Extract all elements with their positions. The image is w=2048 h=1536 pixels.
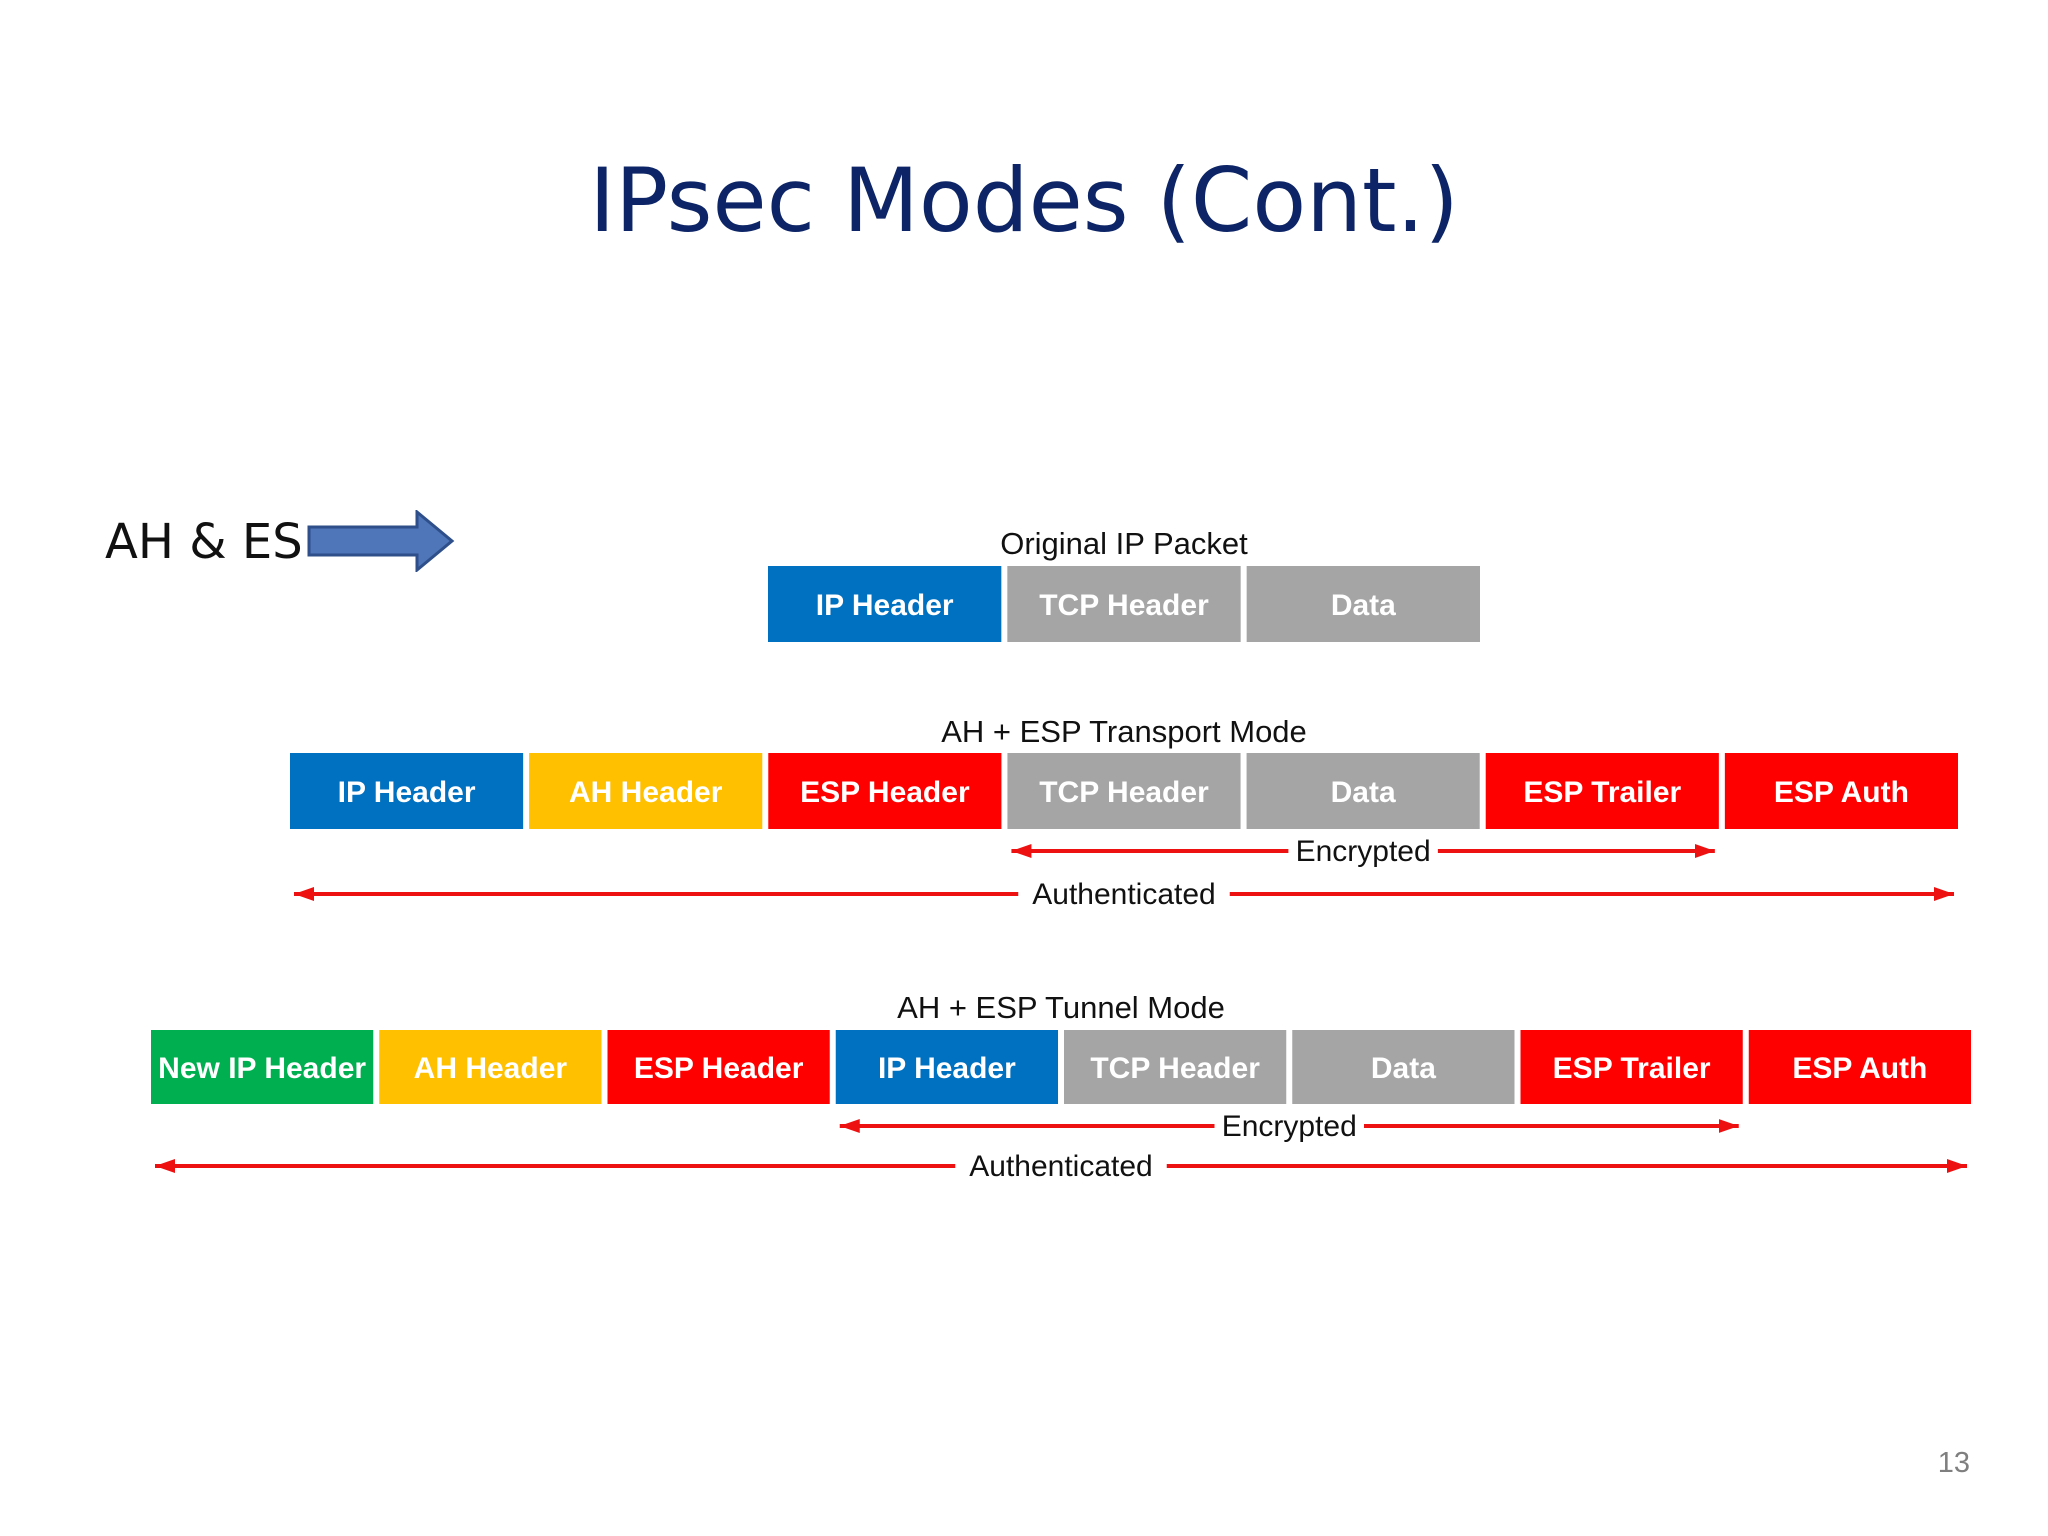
segment-data: Data — [1246, 566, 1480, 642]
segment-label: Data — [1371, 1052, 1436, 1085]
row-caption: AH + ESP Transport Mode — [941, 714, 1307, 749]
side-arrow-shape — [307, 510, 455, 572]
segment-esp-header: ESP Header — [768, 753, 1002, 829]
segment-box — [151, 1030, 374, 1104]
segment-tcp-header: TCP Header — [1007, 566, 1241, 642]
page-number: 13 — [1937, 1447, 1970, 1479]
segment-box — [1520, 1030, 1743, 1104]
segment-box — [1246, 753, 1480, 829]
segment-label: IP Header — [816, 589, 954, 622]
span-label: Encrypted — [1296, 835, 1431, 868]
segment-esp-auth: ESP Auth — [1724, 753, 1958, 829]
packet-row-transport: AH + ESP Transport Mode IP Header AH Heade… — [290, 714, 1958, 911]
segment-box — [1748, 1030, 1971, 1104]
side-label: AH & ES — [105, 514, 303, 570]
segment-box — [1724, 753, 1958, 829]
segment-label: TCP Header — [1039, 776, 1209, 809]
segment-label: IP Header — [338, 776, 476, 809]
row-caption: AH + ESP Tunnel Mode — [897, 990, 1225, 1025]
segment-esp-auth: ESP Auth — [1748, 1030, 1971, 1104]
segment-ip-header: IP Header — [768, 566, 1002, 642]
segment-label: ESP Header — [634, 1052, 804, 1085]
segment-esp-trailer: ESP Trailer — [1520, 1030, 1743, 1104]
segment-label: IP Header — [878, 1052, 1016, 1085]
segment-box — [768, 753, 1002, 829]
segment-ah-header: AH Header — [379, 1030, 602, 1104]
segment-label: TCP Header — [1039, 589, 1209, 622]
segment-data: Data — [1246, 753, 1480, 829]
span-encrypted: Encrypted — [1011, 835, 1715, 868]
span-authenticated: Authenticated — [294, 878, 1954, 911]
right-block-arrow-icon — [307, 510, 455, 572]
segment-label: Data — [1331, 776, 1396, 809]
segment-label: AH Header — [569, 776, 723, 809]
segment-box — [1007, 566, 1241, 642]
segment-label: ESP Trailer — [1553, 1052, 1711, 1085]
slide-title: IPsec Modes (Cont.) — [589, 149, 1459, 252]
segment-box — [1007, 753, 1241, 829]
segment-ip-header: IP Header — [835, 1030, 1058, 1104]
segment-label: AH Header — [414, 1052, 568, 1085]
segment-label: ESP Trailer — [1523, 776, 1681, 809]
segment-box — [835, 1030, 1058, 1104]
segment-label: New IP Header — [158, 1052, 366, 1085]
span-label: Authenticated — [969, 1150, 1152, 1183]
segment-box — [290, 753, 524, 829]
segment-esp-header: ESP Header — [607, 1030, 830, 1104]
segment-label: ESP Auth — [1774, 776, 1909, 809]
segment-box — [1292, 1030, 1515, 1104]
segment-label: ESP Auth — [1792, 1052, 1927, 1085]
segment-ip-header: IP Header — [290, 753, 524, 829]
segment-label: Data — [1331, 589, 1396, 622]
segment-box — [1485, 753, 1719, 829]
segment-box — [529, 753, 763, 829]
segment-esp-trailer: ESP Trailer — [1485, 753, 1719, 829]
segment-box — [379, 1030, 602, 1104]
segment-label: ESP Header — [800, 776, 970, 809]
segment-box — [1246, 566, 1480, 642]
segment-new-ip-header: New IP Header — [151, 1030, 374, 1104]
segment-data: Data — [1292, 1030, 1515, 1104]
span-authenticated: Authenticated — [155, 1150, 1967, 1183]
segment-box — [768, 566, 1002, 642]
segment-tcp-header: TCP Header — [1064, 1030, 1287, 1104]
row-caption: Original IP Packet — [1000, 526, 1248, 561]
packet-row-original: Original IP Packet IP Header TCP Header Dat… — [768, 526, 1480, 642]
segment-tcp-header: TCP Header — [1007, 753, 1241, 829]
segment-ah-header: AH Header — [529, 753, 763, 829]
segment-box — [607, 1030, 830, 1104]
span-encrypted: Encrypted — [839, 1110, 1739, 1143]
segment-label: TCP Header — [1090, 1052, 1260, 1085]
span-label: Authenticated — [1032, 878, 1215, 911]
span-label: Encrypted — [1222, 1110, 1357, 1143]
segment-box — [1064, 1030, 1287, 1104]
